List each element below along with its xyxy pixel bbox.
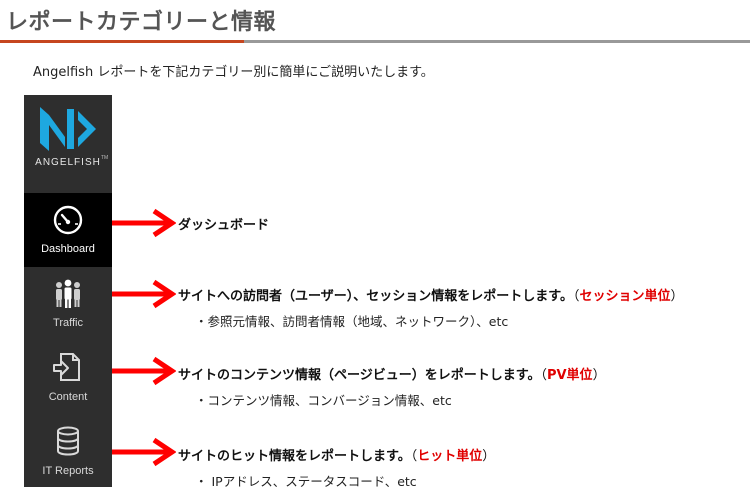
speedometer-icon: [53, 205, 83, 235]
sidebar-item-content[interactable]: Content: [24, 341, 112, 415]
arrow-right-icon: [112, 437, 176, 467]
database-icon: [57, 426, 79, 456]
sidebar-item-label: Content: [48, 391, 88, 403]
document-arrow-icon: [53, 353, 80, 381]
category-main-text: サイトのコンテンツ情報（ページビュー）をレポートします。: [178, 368, 541, 383]
category-content-title: サイトのコンテンツ情報（ページビュー）をレポートします。（PV単位）: [178, 364, 606, 383]
unit-label: セッション単位: [579, 289, 671, 304]
arrow-right-icon: [112, 356, 176, 386]
sidebar-item-traffic[interactable]: Traffic: [24, 267, 112, 341]
title-divider-accent: [0, 40, 244, 43]
unit-close-paren: ）: [670, 289, 684, 304]
unit-close-paren: ）: [482, 449, 496, 464]
category-it-reports-title: サイトのヒット情報をレポートします。（ヒット単位）: [178, 445, 495, 464]
category-content-detail: ・コンテンツ情報、コンバージョン情報、etc: [195, 393, 452, 408]
category-main-text: ダッシュボード: [178, 218, 270, 233]
unit-open-paren: （: [572, 289, 580, 304]
logo-wordmark: ANGELFISH: [35, 157, 101, 168]
arrow-right-icon: [112, 279, 176, 309]
people-icon: [56, 279, 80, 308]
arrow-right-icon: [112, 208, 176, 238]
unit-label: ヒット単位: [417, 449, 483, 464]
page-title: レポートカテゴリーと情報: [6, 10, 277, 35]
sidebar-item-dashboard[interactable]: Dashboard: [24, 193, 112, 267]
sidebar: ANGELFISH TM Dashboard Traffic: [24, 95, 112, 487]
unit-label: PV単位: [546, 368, 593, 383]
category-it-reports-detail: ・ IPアドレス、ステータスコード、etc: [195, 474, 417, 489]
intro-text: Angelfish レポートを下記カテゴリー別に簡単にご説明いたします。: [33, 65, 434, 80]
unit-close-paren: ）: [592, 368, 606, 383]
category-dashboard-title: ダッシュボード: [178, 214, 269, 233]
sidebar-item-label: Traffic: [53, 317, 83, 329]
title-divider: [0, 40, 750, 43]
category-traffic-title: サイトへの訪問者（ユーザー）、セッション情報をレポートします。（セッション単位）: [178, 285, 684, 304]
logo-trademark: TM: [101, 155, 109, 161]
angelfish-logo-icon: [40, 107, 96, 151]
angelfish-logo[interactable]: ANGELFISH TM: [24, 95, 112, 193]
category-traffic-detail: ・参照元情報、訪問者情報（地域、ネットワーク）、etc: [195, 314, 509, 329]
sidebar-item-label: IT Reports: [42, 465, 94, 477]
unit-open-paren: （: [410, 449, 418, 464]
sidebar-item-it-reports[interactable]: IT Reports: [24, 415, 112, 489]
sidebar-item-label: Dashboard: [41, 243, 95, 255]
unit-open-paren: （: [540, 368, 547, 383]
category-main-text: サイトのヒット情報をレポートします。: [178, 449, 411, 464]
category-main-text: サイトへの訪問者（ユーザー）、セッション情報をレポートします。: [178, 289, 573, 304]
